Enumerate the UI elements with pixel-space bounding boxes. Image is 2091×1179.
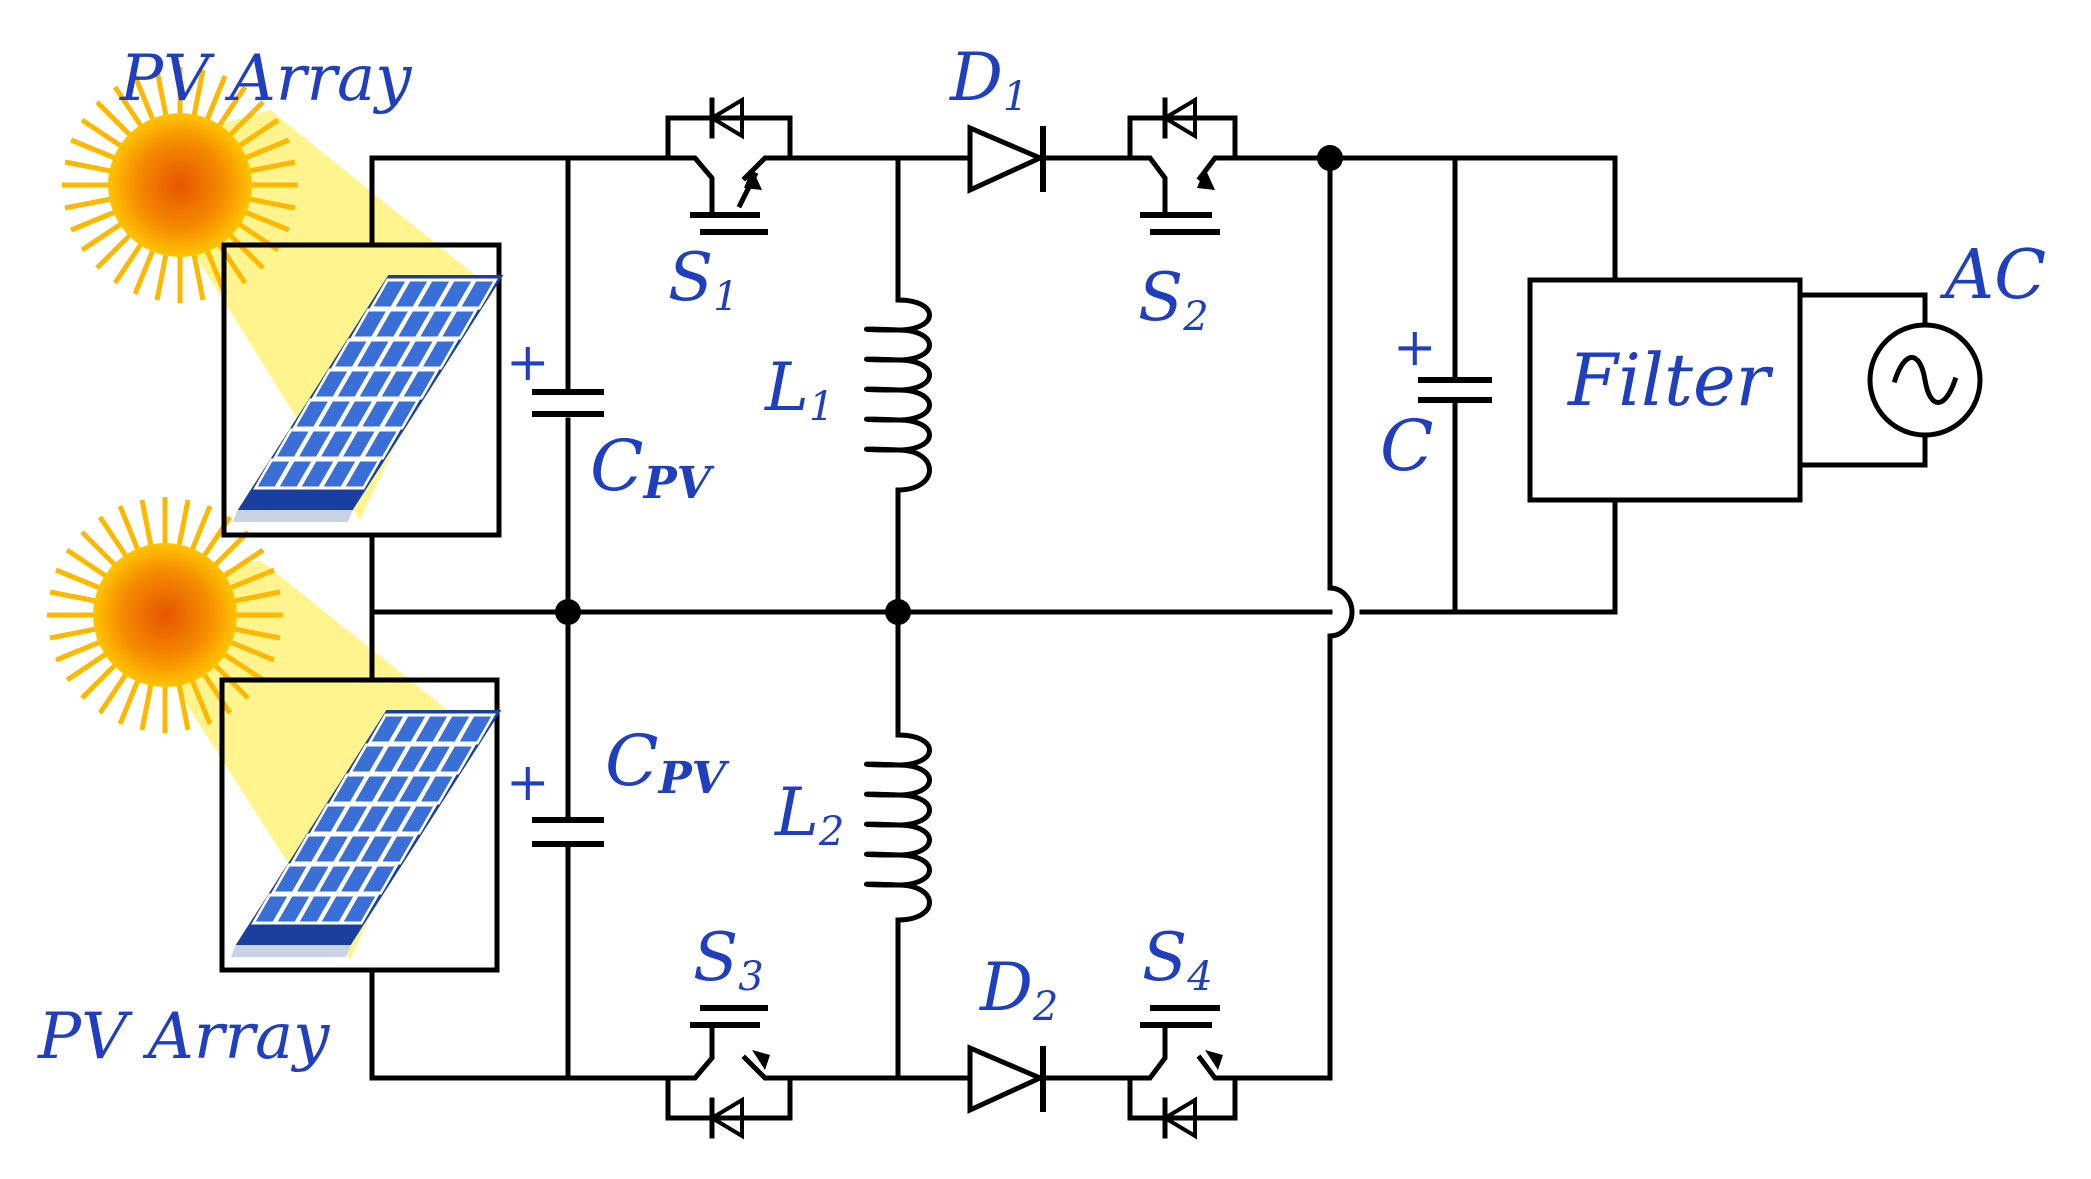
wiring [369, 155, 1928, 1081]
plus-sign-c: + [1393, 318, 1437, 378]
igbt-s1 [665, 96, 793, 235]
capacitor-cpv-bottom [532, 817, 604, 847]
label-c: C [1380, 405, 1434, 487]
diode-d2 [967, 1044, 1047, 1114]
inductor-l2 [864, 732, 932, 923]
igbt-s3 [665, 1005, 793, 1140]
sun-icon [47, 497, 283, 733]
filter-box [1527, 277, 1803, 503]
label-cpv-bottom: CPV [605, 720, 730, 804]
igbt-s4 [1127, 1005, 1238, 1140]
ac-source-icon [1867, 322, 1983, 438]
junction-dot [1317, 145, 1343, 171]
filter-label: Filter [1566, 338, 1774, 422]
plus-sign-cpv-bottom: + [506, 753, 550, 813]
diode-d1 [967, 124, 1047, 194]
inductor-l1 [864, 297, 932, 493]
label-d1: D1 [949, 39, 1028, 120]
label-l2: L2 [774, 774, 844, 855]
label-l1: L1 [764, 349, 834, 430]
pv-array-box-top [221, 242, 502, 538]
label-d2: D2 [979, 949, 1058, 1030]
igbt-s2 [1127, 96, 1238, 235]
capacitor-cpv-top [532, 389, 604, 417]
sun-icon [62, 67, 298, 303]
ac-label: AC [1939, 236, 2046, 315]
pv-array-label-bottom: PV Array [37, 1000, 330, 1074]
label-s1: S1 [668, 239, 739, 320]
label-s4: S4 [1142, 919, 1213, 1000]
solar-panel-icon [230, 710, 502, 957]
pv-array-label-top: PV Array [119, 42, 412, 116]
label-cpv-top: CPV [590, 425, 715, 509]
solar-panel-icon [232, 275, 504, 522]
capacitor-c [1418, 377, 1492, 403]
plus-sign-cpv-top: + [506, 333, 550, 393]
pv-array-box-bottom [219, 677, 500, 973]
label-s2: S2 [1138, 259, 1209, 340]
junction-dot [555, 599, 581, 625]
junction-dot [885, 599, 911, 625]
label-s3: S3 [693, 919, 764, 1000]
